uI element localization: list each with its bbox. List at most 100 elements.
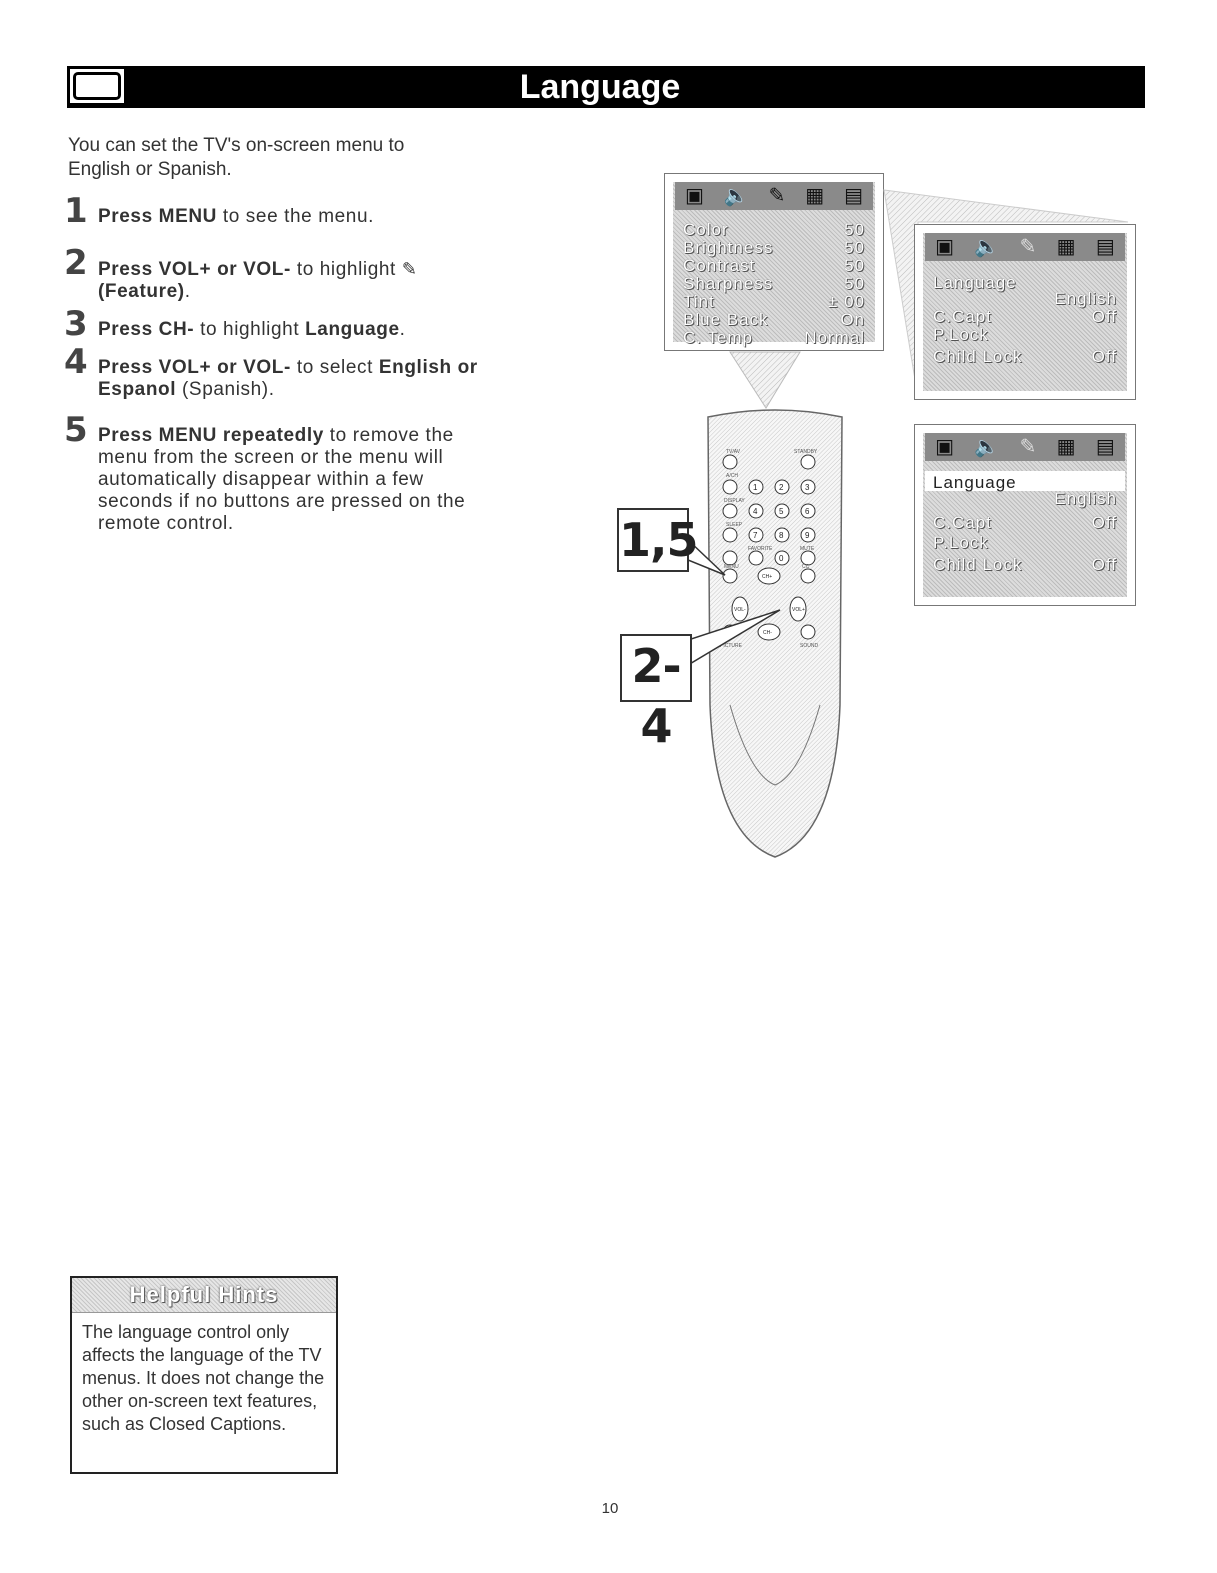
step-text: to highlight (290, 259, 402, 280)
install-icon: ▤ (1095, 436, 1115, 458)
step-action: Press VOL+ or VOL- (98, 259, 291, 280)
standby-label: STANDBY (794, 449, 818, 455)
sound-icon: 🔈 (723, 185, 749, 207)
sleep-label: SLEEP (726, 522, 743, 528)
mute-label: MUTE (800, 546, 815, 552)
sleep-button[interactable] (722, 527, 738, 543)
sound-label: SOUND (800, 643, 818, 649)
step-number: 4 (64, 342, 89, 382)
helpful-hints-title: Helpful Hints (72, 1278, 336, 1313)
menu-row: Tint± 00 (683, 292, 865, 311)
step-1: 1 Press MENU to see the menu. (64, 194, 508, 228)
ach-label: A/CH (726, 473, 738, 479)
step-text: to remove the menu from the screen or th… (98, 425, 466, 534)
step-number: 1 (64, 191, 89, 231)
menu-row: P.Lock (933, 325, 989, 344)
menu-icon-row: ▣ 🔈 ✎ ▦ ▤ (925, 433, 1125, 461)
cc-label: CC (802, 564, 810, 570)
display-label: DISPLAY (724, 498, 745, 504)
step-action: Press CH- (98, 319, 195, 340)
digit-9-label: 9 (805, 531, 810, 540)
header-bar (67, 66, 1145, 108)
ch-up-button[interactable] (757, 567, 781, 585)
picture-button[interactable] (722, 624, 738, 640)
digit-3-button[interactable] (800, 479, 816, 495)
digit-8-label: 8 (779, 531, 784, 540)
helpful-hints-box: Helpful Hints The language control only … (70, 1276, 338, 1474)
mute-button[interactable] (800, 550, 816, 566)
step-action: Press VOL+ or VOL- (98, 357, 291, 378)
remote-control: TV/AV STANDBY A/CH 1 2 3 DISPLAY 4 5 6 S… (707, 409, 843, 858)
tv-av-button[interactable] (722, 454, 738, 470)
ch-up-label: CH+ (762, 574, 772, 580)
picture-label: PICTURE (720, 643, 743, 649)
digit-6-button[interactable] (800, 503, 816, 519)
step-text-end: . (399, 319, 406, 340)
standby-button[interactable] (800, 454, 816, 470)
sound-icon: 🔈 (974, 436, 1000, 458)
cc-button[interactable] (800, 568, 816, 584)
digit-0-button[interactable] (774, 550, 790, 566)
feature-icon: ✎ (401, 259, 418, 279)
feature-icon: ✎ (1019, 436, 1037, 458)
favorite-label: FAVORITE (748, 546, 773, 552)
menu-icon-row: ▣ 🔈 ✎ ▦ ▤ (675, 182, 873, 210)
digit-2-button[interactable] (774, 479, 790, 495)
helpful-hints-body: The language control only affects the la… (82, 1322, 325, 1434)
step-target: Language (305, 319, 400, 340)
digit-7-label: 7 (753, 531, 758, 540)
step-target: English or Espanol (98, 357, 478, 400)
digit-3-label: 3 (805, 483, 810, 492)
timer-icon: ▦ (805, 185, 825, 207)
step-2: 2 Press VOL+ or VOL- to highlight ✎ (Feat… (64, 246, 508, 303)
step-number: 3 (64, 304, 89, 344)
install-icon: ▤ (844, 185, 864, 207)
ach-button[interactable] (722, 479, 738, 495)
callout-step-2-4: 2-4 (620, 634, 692, 753)
digit-4-button[interactable] (748, 503, 764, 519)
timer-icon: ▦ (1056, 436, 1076, 458)
step-text: to see the menu. (217, 206, 375, 227)
digit-9-button[interactable] (800, 527, 816, 543)
digit-8-button[interactable] (774, 527, 790, 543)
digit-5-button[interactable] (774, 503, 790, 519)
step-number: 2 (64, 243, 89, 283)
menu-row: P.Lock (933, 533, 989, 552)
picture-icon: ▣ (935, 236, 955, 258)
vol-down-label: VOL- (734, 607, 746, 613)
digit-1-button[interactable] (748, 479, 764, 495)
digit-7-button[interactable] (748, 527, 764, 543)
step-4: 4 Press VOL+ or VOL- to select English o… (64, 345, 508, 401)
feature-icon: ✎ (1019, 236, 1037, 258)
zoom-wedge-down (729, 351, 801, 409)
step-text: to highlight (194, 319, 306, 340)
picture-icon: ▣ (935, 436, 955, 458)
remote-curve (729, 704, 821, 786)
menu-button[interactable] (722, 568, 738, 584)
step-target: (Feature) (98, 281, 185, 302)
page-title: Language (519, 68, 681, 106)
ns-button[interactable] (722, 550, 738, 566)
sound-button[interactable] (800, 624, 816, 640)
tv-icon (70, 69, 124, 103)
vol-up-button[interactable] (789, 596, 807, 622)
step-text-end: . (184, 281, 191, 302)
menu-label: MENU (724, 564, 739, 570)
digit-6-label: 6 (805, 507, 810, 516)
favorite-button[interactable] (748, 550, 764, 566)
display-button[interactable] (722, 503, 738, 519)
install-icon: ▤ (1095, 236, 1115, 258)
picture-icon: ▣ (684, 185, 704, 207)
intro-text: You can set the TV's on-screen menu to E… (68, 135, 405, 180)
